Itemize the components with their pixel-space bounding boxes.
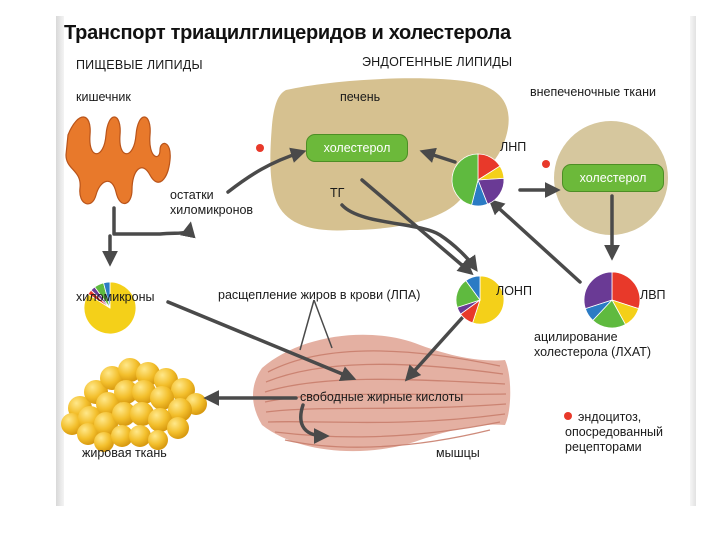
arrow-tg-to-vldl bbox=[340, 203, 478, 272]
scan-left-edge bbox=[56, 16, 64, 506]
cholesterol-tissue-label: холестерол bbox=[579, 171, 647, 185]
label-free-fatty-acids: свободные жирные кислоты bbox=[300, 390, 464, 404]
arrow-remnants-to-liver bbox=[226, 147, 307, 194]
vldl-pie-slice-4 bbox=[465, 275, 481, 302]
cholesterol-box-liver: холестерол bbox=[306, 134, 408, 162]
legend-line-1: эндоцитоз, bbox=[578, 410, 642, 424]
page-title: Транспорт триацилглицеридов и холестерол… bbox=[64, 22, 511, 44]
label-intestine: кишечник bbox=[76, 90, 131, 104]
label-chylomicrons: хиломикроны bbox=[76, 290, 155, 304]
vldl-pie-slice-0 bbox=[472, 275, 505, 325]
pie-chylomicrons bbox=[83, 281, 137, 335]
arrow-chylomicrons-to-ffa bbox=[166, 300, 357, 382]
cholesterol-box-tissue: холестерол bbox=[562, 164, 664, 192]
label-ldl: ЛНП bbox=[500, 140, 527, 154]
label-hdl: ЛВП bbox=[640, 288, 666, 302]
receptor-dot-tissue bbox=[542, 160, 550, 168]
cholesterol-liver-label: холестерол bbox=[323, 141, 391, 155]
arrow-vldl-to-ffa bbox=[404, 316, 464, 382]
chylomicrons-pie-slice-4 bbox=[103, 281, 111, 309]
header-endogenous-lipids: ЭНДОГЕННЫЕ ЛИПИДЫ bbox=[362, 55, 513, 69]
label-extrahepatic: внепеченочные ткани bbox=[530, 85, 656, 99]
label-tg: ТГ bbox=[330, 186, 345, 200]
pie-hdl bbox=[583, 271, 641, 329]
intestine-shape bbox=[65, 116, 171, 205]
legend-line-2: опосредованный bbox=[565, 425, 664, 439]
arrow-ldl-to-liver bbox=[419, 147, 457, 164]
label-remnants-2: хиломикронов bbox=[170, 203, 254, 217]
label-liver: печень bbox=[340, 90, 381, 104]
pie-vldl bbox=[455, 275, 505, 325]
hdl-pie-slice-4 bbox=[583, 271, 613, 310]
hdl-pie-slice-0 bbox=[611, 271, 641, 310]
pointer-lipolysis-right bbox=[313, 299, 333, 349]
arrow-hdl-to-ldl bbox=[488, 198, 582, 284]
label-lipolysis: расщепление жиров в крови (ЛПА) bbox=[218, 288, 421, 302]
header-dietary-lipids: ПИЩЕВЫЕ ЛИПИДЫ bbox=[76, 58, 203, 72]
label-vldl: ЛОНП bbox=[496, 284, 532, 298]
adipose-tissue-shape bbox=[61, 358, 207, 452]
legend-line-3: рецепторами bbox=[565, 440, 642, 454]
receptor-dot-legend bbox=[564, 412, 572, 420]
pie-ldl bbox=[451, 153, 505, 207]
label-acylation-1: ацилирование bbox=[534, 330, 618, 344]
arrow-ffa-into-muscle bbox=[299, 403, 330, 444]
arrow-intestine-to-chylomicrons bbox=[112, 206, 196, 239]
label-adipose: жировая ткань bbox=[82, 446, 167, 460]
label-remnants-1: остатки bbox=[170, 188, 214, 202]
pointer-lipolysis-left bbox=[299, 299, 315, 351]
label-muscles: мышцы bbox=[436, 446, 480, 460]
receptor-dot-liver bbox=[256, 144, 264, 152]
label-acylation-2: холестерола (ЛХАТ) bbox=[534, 345, 652, 359]
ldl-pie-slice-4 bbox=[451, 153, 479, 206]
scan-right-edge bbox=[690, 16, 696, 506]
